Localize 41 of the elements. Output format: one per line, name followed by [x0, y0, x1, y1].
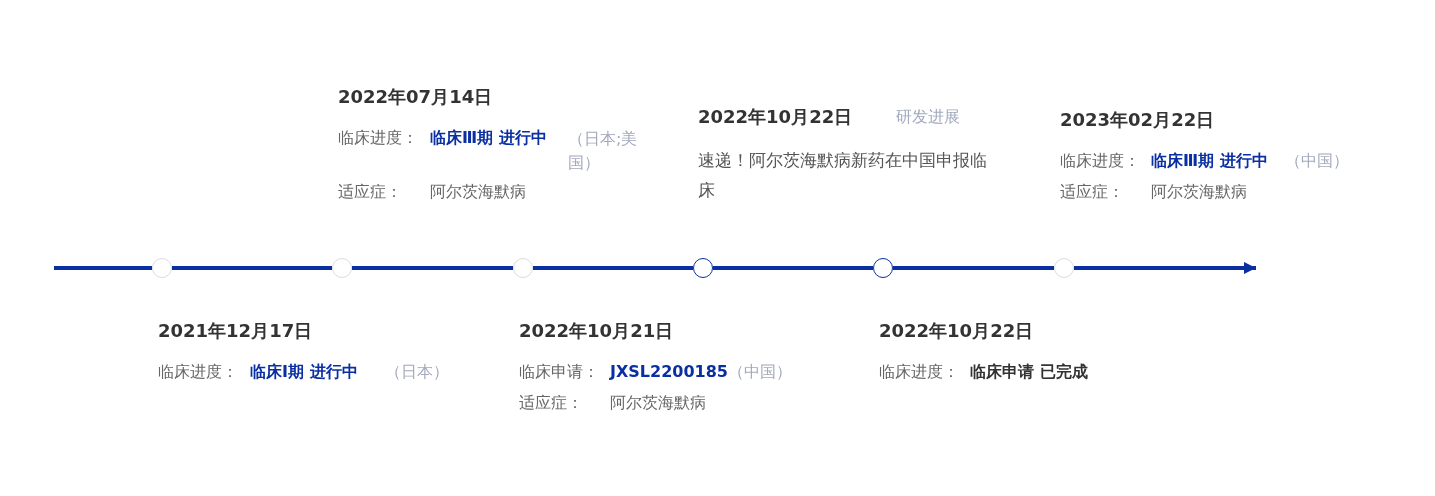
field-label: 临床申请：: [519, 361, 599, 383]
date-label: 2021年12月17日: [158, 320, 313, 342]
status-text: 临床申请 已完成: [970, 361, 1088, 383]
indication-text: 阿尔茨海默病: [610, 392, 706, 414]
timeline-dot: [873, 258, 893, 278]
date-label: 2022年07月14日: [338, 86, 493, 108]
region-text: （中国）: [1285, 150, 1349, 172]
field-label: 适应症：: [1060, 181, 1124, 203]
timeline-line: [533, 266, 693, 270]
date-label: 2022年10月22日: [879, 320, 1034, 342]
timeline-dot: [332, 258, 352, 278]
timeline-line: [713, 266, 873, 270]
timeline-line: [893, 266, 1054, 270]
timeline-dot: [513, 258, 533, 278]
field-label: 临床进度：: [879, 361, 959, 383]
indication-text: 阿尔茨海默病: [1151, 181, 1247, 203]
region-text: （中国）: [728, 361, 792, 383]
field-label: 适应症：: [519, 392, 583, 414]
field-label: 临床进度：: [338, 127, 418, 149]
timeline-dot: [693, 258, 713, 278]
status-text: 临床Ⅲ期 进行中: [430, 127, 547, 149]
timeline-dot: [1054, 258, 1074, 278]
field-label: 临床进度：: [158, 361, 238, 383]
category-tag: 研发进展: [896, 106, 960, 128]
date-label: 2023年02月22日: [1060, 109, 1215, 131]
news-headline: 速递！阿尔茨海默病新药在中国申报临床: [698, 149, 988, 202]
status-text: 临床Ⅲ期 进行中: [1151, 150, 1268, 172]
timeline-line: [352, 266, 513, 270]
region-text: （日本）: [385, 361, 449, 383]
region-text: （日本;美国）: [568, 128, 639, 174]
timeline-line: [172, 266, 332, 270]
timeline-arrow: [1074, 262, 1256, 274]
date-label: 2022年10月21日: [519, 320, 674, 342]
indication-text: 阿尔茨海默病: [430, 181, 526, 203]
field-label: 适应症：: [338, 181, 402, 203]
timeline-dot: [152, 258, 172, 278]
timeline-line: [54, 266, 152, 270]
status-text: 临床Ⅰ期 进行中: [250, 361, 358, 383]
field-label: 临床进度：: [1060, 150, 1140, 172]
date-label: 2022年10月22日: [698, 106, 853, 128]
application-number: JXSL2200185: [610, 361, 728, 383]
